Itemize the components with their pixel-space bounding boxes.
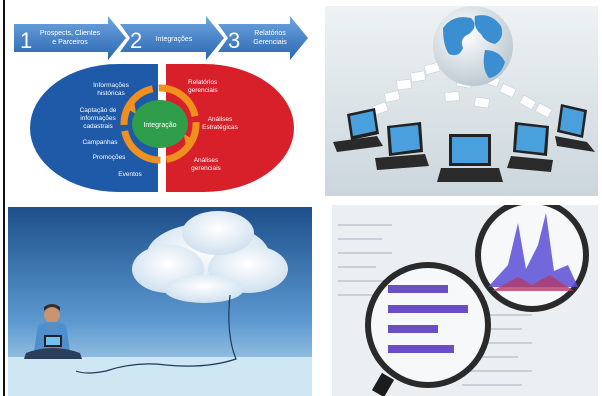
right-item: Análises bbox=[194, 157, 219, 164]
cable bbox=[75, 294, 237, 374]
step-arrow-1: 1 Prospects, Clientes e Parceiros bbox=[14, 16, 126, 60]
step-number: 2 bbox=[130, 28, 142, 53]
left-item: cadastrais bbox=[83, 123, 113, 130]
globe-laptops-illustration bbox=[325, 6, 598, 196]
right-item: Estratégicas bbox=[202, 124, 239, 131]
step-label: Relatórios bbox=[254, 30, 286, 37]
magnifier-bar-chart bbox=[365, 262, 491, 396]
left-item: Informações bbox=[93, 82, 130, 89]
left-item: informações bbox=[80, 115, 116, 122]
step-label: Gerenciais bbox=[253, 39, 287, 46]
ring-arrowhead bbox=[126, 100, 136, 114]
data-analysis-photo bbox=[332, 205, 598, 396]
cloud bbox=[132, 211, 288, 303]
integration-diagram-panel: 1 Prospects, Clientes e Parceiros 2 Inte… bbox=[8, 4, 312, 196]
laptop-1 bbox=[333, 108, 383, 152]
left-item: Promoções bbox=[93, 154, 127, 161]
globe bbox=[433, 6, 513, 86]
right-item: gerenciais bbox=[188, 87, 218, 94]
cloud-computing-illustration bbox=[8, 207, 312, 396]
step-label: Integrações bbox=[156, 36, 193, 43]
bar-series bbox=[388, 285, 468, 353]
left-item: Eventos bbox=[118, 171, 142, 178]
data-analysis-illustration bbox=[332, 205, 598, 396]
man-with-laptop bbox=[24, 304, 82, 359]
magnifier-handle bbox=[371, 372, 395, 396]
right-item: Análises bbox=[208, 116, 233, 123]
laptop-2 bbox=[375, 122, 429, 170]
step-label: e Parceiros bbox=[52, 39, 88, 46]
laptop-5 bbox=[555, 104, 595, 152]
right-item: Relatórios bbox=[188, 79, 218, 86]
ring-arrowhead bbox=[184, 134, 194, 148]
step-label: Prospects, Clientes bbox=[40, 30, 101, 37]
step-arrow-2: 2 Integrações bbox=[120, 16, 224, 60]
center-label: Integração bbox=[143, 122, 176, 129]
step-number: 3 bbox=[228, 28, 240, 53]
left-item: históricas bbox=[97, 90, 125, 97]
left-border-line bbox=[3, 0, 5, 396]
globe-laptops-photo bbox=[325, 6, 598, 196]
floor bbox=[8, 357, 312, 396]
right-half-oval-body bbox=[166, 64, 256, 192]
cycle-ring bbox=[120, 84, 200, 164]
left-item: Captação de bbox=[80, 107, 117, 114]
step-number: 1 bbox=[20, 28, 32, 53]
center-circle bbox=[132, 100, 188, 148]
magnifier-peak-chart bbox=[475, 205, 589, 312]
right-item: gerenciais bbox=[191, 165, 221, 172]
cloud-computing-photo bbox=[8, 207, 312, 396]
laptop-4 bbox=[507, 122, 553, 172]
laptop-3 bbox=[437, 134, 503, 182]
integration-diagram: 1 Prospects, Clientes e Parceiros 2 Inte… bbox=[14, 16, 308, 194]
step-arrow-3: 3 Relatórios Gerenciais bbox=[218, 16, 308, 60]
left-item: Campanhas bbox=[82, 139, 118, 146]
